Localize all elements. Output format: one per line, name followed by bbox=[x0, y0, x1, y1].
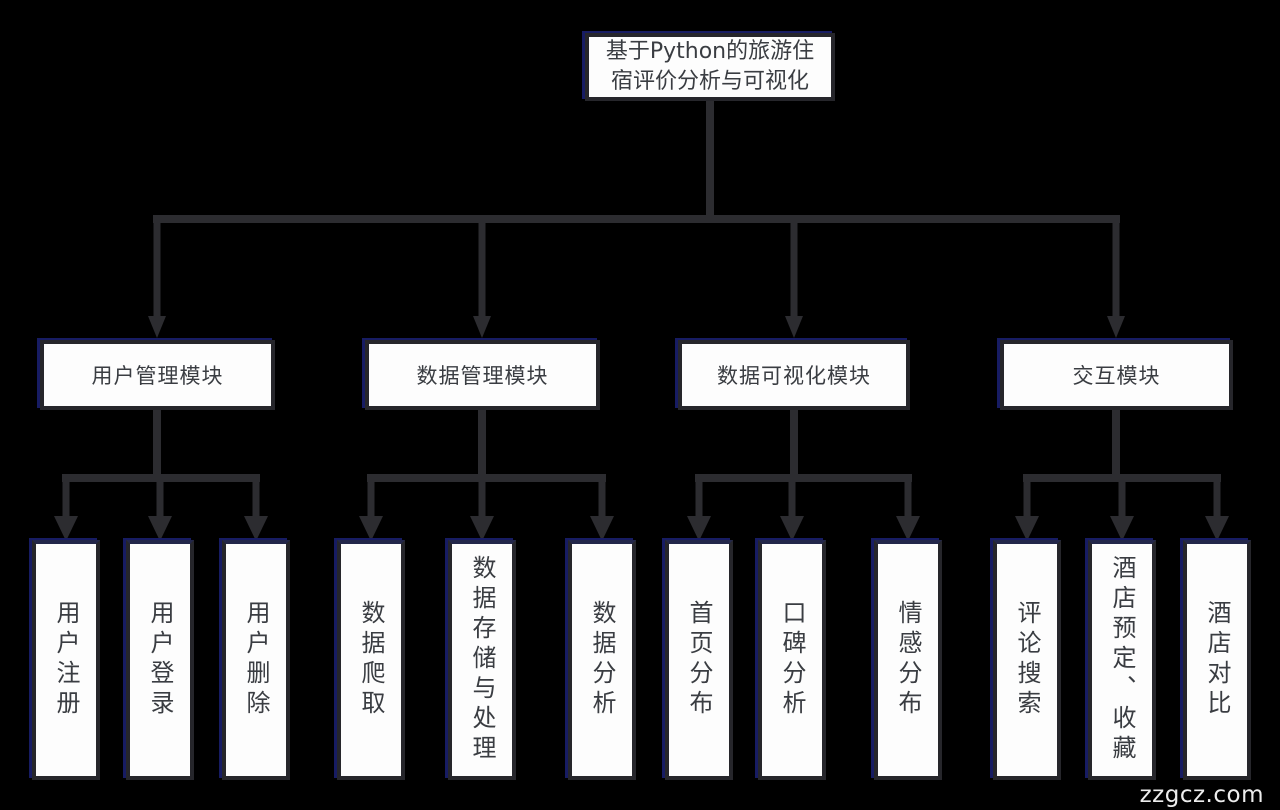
connector-group-1 bbox=[54, 410, 268, 541]
leaf-node-data-analysis: 数据分析 bbox=[568, 540, 636, 780]
root-node-title: 基于Python的旅游住宿评价分析与可视化 bbox=[585, 33, 835, 101]
connector-group-2 bbox=[359, 410, 614, 541]
leaf-node-data-storage-processing: 数据存储与处理 bbox=[448, 540, 516, 780]
leaf-node-hotel-booking-favorites: 酒店预定、收藏 bbox=[1088, 540, 1156, 780]
leaf-node-user-delete: 用户删除 bbox=[222, 540, 290, 780]
connector-root-trunk bbox=[153, 99, 1120, 223]
module-node-data-management: 数据管理模块 bbox=[365, 340, 600, 410]
connector-group-3 bbox=[687, 410, 920, 541]
leaf-node-homepage-distribution: 首页分布 bbox=[665, 540, 733, 780]
leaf-node-review-search: 评论搜索 bbox=[993, 540, 1061, 780]
module-node-interaction: 交互模块 bbox=[1000, 340, 1233, 410]
module-node-data-visualization: 数据可视化模块 bbox=[678, 340, 910, 410]
connector-group-4 bbox=[1015, 410, 1229, 541]
watermark-text: zzgcz.com bbox=[1139, 782, 1264, 808]
leaf-node-reputation-analysis: 口碑分析 bbox=[758, 540, 826, 780]
module-node-user-management: 用户管理模块 bbox=[40, 340, 275, 410]
connector-module-drops bbox=[148, 219, 1125, 338]
leaf-node-hotel-comparison: 酒店对比 bbox=[1183, 540, 1251, 780]
leaf-node-sentiment-distribution: 情感分布 bbox=[874, 540, 942, 780]
leaf-node-user-register: 用户注册 bbox=[32, 540, 100, 780]
leaf-node-data-crawling: 数据爬取 bbox=[337, 540, 405, 780]
leaf-node-user-login: 用户登录 bbox=[126, 540, 194, 780]
